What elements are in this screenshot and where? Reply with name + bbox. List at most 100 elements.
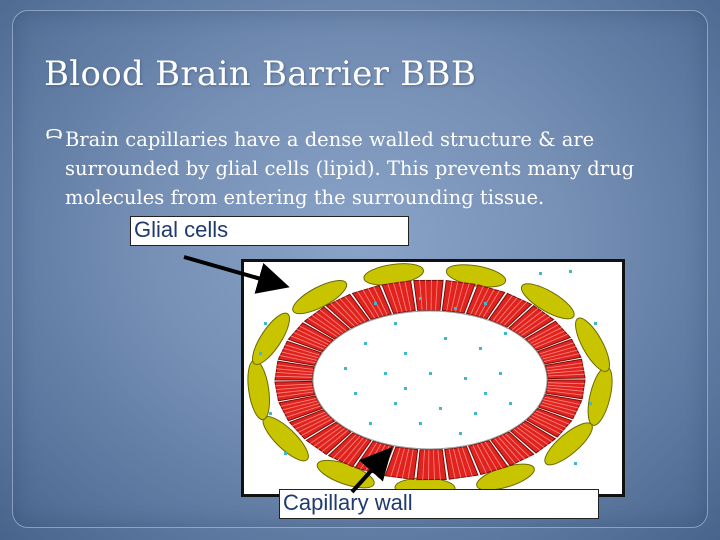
- capillary-wall-cell: [508, 305, 555, 339]
- molecule-dot: [354, 392, 357, 395]
- molecule-dot: [264, 322, 267, 325]
- molecule-dot: [439, 407, 442, 410]
- capillary-wall-stripe: [337, 436, 361, 461]
- capillary-wall-stripe: [315, 312, 344, 334]
- molecule-dot: [259, 352, 262, 355]
- molecule-dot: [284, 452, 287, 455]
- capillary-wall-stripe: [535, 410, 570, 425]
- capillary-wall-stripe: [401, 448, 410, 479]
- molecule-dot: [459, 432, 462, 435]
- capillary-wall-stripe: [531, 415, 564, 432]
- capillary-wall-cell: [381, 280, 416, 314]
- capillary-wall-stripe: [422, 449, 425, 480]
- capillary-wall-stripe: [435, 280, 438, 311]
- capillary-wall-stripe: [492, 295, 513, 321]
- capillary-wall-stripe: [317, 427, 345, 450]
- capillary-wall-stripe: [472, 445, 487, 474]
- capillary-wall-stripe: [546, 366, 584, 372]
- capillary-wall-stripe: [362, 289, 380, 318]
- capillary-wall-stripe: [532, 330, 566, 346]
- molecule-dot: [384, 372, 387, 375]
- capillary-wall-stripe: [519, 424, 549, 446]
- capillary-wall-cell: [287, 322, 335, 353]
- molecule-dot: [569, 270, 572, 273]
- capillary-wall-cell: [303, 306, 351, 340]
- capillary-wall-stripe: [319, 309, 347, 332]
- capillary-wall-stripe: [547, 370, 585, 374]
- capillary-wall-stripe: [275, 372, 313, 376]
- capillary-wall-stripe: [276, 364, 314, 370]
- capillary-wall-stripe: [373, 286, 388, 315]
- capillary-wall-stripe: [522, 422, 553, 443]
- capillary-wall-cell: [537, 394, 583, 420]
- capillary-wall-stripe: [505, 433, 530, 458]
- molecule-dot: [369, 422, 372, 425]
- capillary-wall-stripe: [297, 416, 330, 433]
- molecule-dot: [539, 272, 542, 275]
- capillary-wall-stripe: [450, 281, 459, 312]
- molecule-dot: [589, 402, 592, 405]
- capillary-wall-stripe: [547, 384, 585, 388]
- molecule-dot: [454, 307, 457, 310]
- capillary-wall-stripe: [480, 442, 498, 471]
- capillary-wall-stripe: [546, 390, 584, 396]
- capillary-wall-stripe: [283, 403, 320, 414]
- slide-frame: [12, 10, 708, 528]
- molecule-dot: [504, 332, 507, 335]
- molecule-dot: [474, 412, 477, 415]
- capillary-diagram: [241, 259, 625, 499]
- capillary-wall-stripe: [309, 424, 339, 444]
- capillary-wall-stripe: [455, 282, 464, 312]
- capillary-wall-stripe: [457, 447, 467, 478]
- molecule-dot: [429, 372, 432, 375]
- capillary-wall-stripe: [503, 301, 528, 326]
- glial-arrow: [183, 255, 290, 294]
- capillary-wall-stripe: [515, 310, 543, 333]
- glial-cell: [544, 422, 593, 466]
- capillary-cross-section: [247, 263, 613, 499]
- molecule-dot: [364, 342, 367, 345]
- molecule-dot: [419, 422, 422, 425]
- molecule-dot: [419, 297, 422, 300]
- capillary-wall-stripe: [511, 307, 539, 331]
- molecule-dot: [479, 347, 482, 350]
- capillary-wall-stripe: [404, 281, 412, 311]
- capillary-wall-stripe: [527, 323, 559, 342]
- capillary-wall-stripe: [279, 355, 316, 364]
- capillary-wall-stripe: [282, 400, 318, 411]
- capillary-wall-stripe: [484, 441, 503, 469]
- molecule-dot: [484, 302, 487, 305]
- capillary-wall-stripe: [494, 438, 516, 464]
- molecule-dot: [444, 337, 447, 340]
- capillary-wall-stripe: [513, 428, 541, 451]
- capillary-wall-stripe: [330, 302, 355, 327]
- capillary-wall-label: Capillary wall: [279, 489, 599, 519]
- glial-cell: [575, 317, 610, 372]
- capillary-wall-stripe: [433, 449, 435, 481]
- capillary-wall-stripe: [398, 281, 407, 312]
- capillary-wall-cell: [277, 340, 323, 366]
- capillary-wall-stripe: [448, 449, 456, 479]
- capillary-wall-stripe: [342, 437, 364, 463]
- capillary-wall-stripe: [290, 335, 325, 350]
- molecule-dot: [484, 392, 487, 395]
- capillary-wall-stripe: [459, 283, 470, 313]
- capillary-wall-cell: [278, 395, 323, 422]
- capillary-wall-cell: [444, 446, 479, 480]
- glial-cell: [520, 283, 575, 320]
- molecule-dot: [394, 402, 397, 405]
- capillary-wall-cell: [305, 421, 352, 455]
- capillary-wall-stripe: [446, 280, 453, 311]
- molecule-dot: [404, 352, 407, 355]
- capillary-wall-stripe: [470, 285, 484, 315]
- capillary-wall-stripe: [547, 387, 585, 392]
- capillary-wall-stripe: [498, 436, 521, 462]
- capillary-wall-stripe: [499, 299, 523, 324]
- scroll-bullet-icon: [46, 129, 62, 140]
- capillary-wall-stripe: [284, 344, 320, 356]
- capillary-wall-stripe: [275, 375, 313, 378]
- capillary-wall-stripe: [275, 386, 313, 390]
- capillary-wall-stripe: [533, 412, 567, 428]
- capillary-wall-stripe: [313, 426, 342, 447]
